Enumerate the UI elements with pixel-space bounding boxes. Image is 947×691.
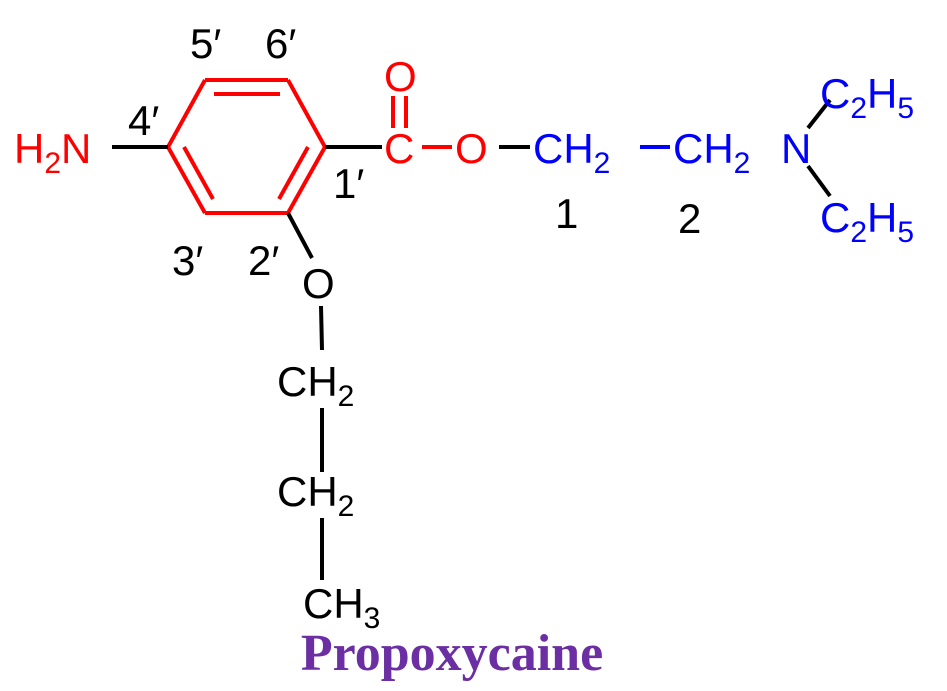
amine-group: H2N (14, 125, 91, 180)
bond-o-ch2-propoxy (319, 305, 324, 351)
ethyl-bottom: C2H5 (820, 194, 914, 249)
ring-double-3-4 (182, 146, 215, 200)
ch2-1: CH2 (533, 125, 610, 180)
ring-double-1-2 (277, 146, 310, 200)
ring-bond-3-4 (166, 146, 207, 214)
ether-oxygen: O (302, 260, 335, 307)
locant-3prime: 3′ (172, 237, 203, 284)
ethyl-top: C2H5 (820, 70, 914, 125)
locant-5prime: 5′ (190, 20, 221, 67)
carbonyl-carbon: C (384, 125, 414, 172)
locant-2prime: 2′ (248, 237, 279, 284)
ring-bond-6-1 (286, 79, 327, 148)
compound-name: Propoxycaine (301, 625, 603, 682)
ester-oxygen: O (455, 125, 488, 172)
diethylamino-n: N (781, 125, 811, 172)
benzene-ring (166, 78, 327, 215)
propoxy-ch2-2: CH2 (277, 468, 354, 523)
bond-n-ethyl-bottom (806, 164, 832, 198)
locant-6prime: 6′ (265, 20, 296, 67)
locant-4prime: 4′ (128, 97, 159, 144)
ring-bond-1-2 (286, 146, 327, 214)
bond-ring-ether-o (286, 212, 314, 259)
locant-2: 2 (678, 195, 701, 242)
carbonyl-oxygen: O (384, 53, 417, 100)
propoxy-ch2-1: CH2 (277, 358, 354, 413)
locant-1: 1 (555, 190, 578, 237)
propoxy-ch3: CH3 (303, 580, 380, 635)
ch2-2: CH2 (673, 125, 750, 180)
bond-n-ethyl-top (806, 98, 832, 130)
ring-bond-4-5 (166, 79, 207, 148)
locant-1prime: 1′ (333, 160, 364, 207)
